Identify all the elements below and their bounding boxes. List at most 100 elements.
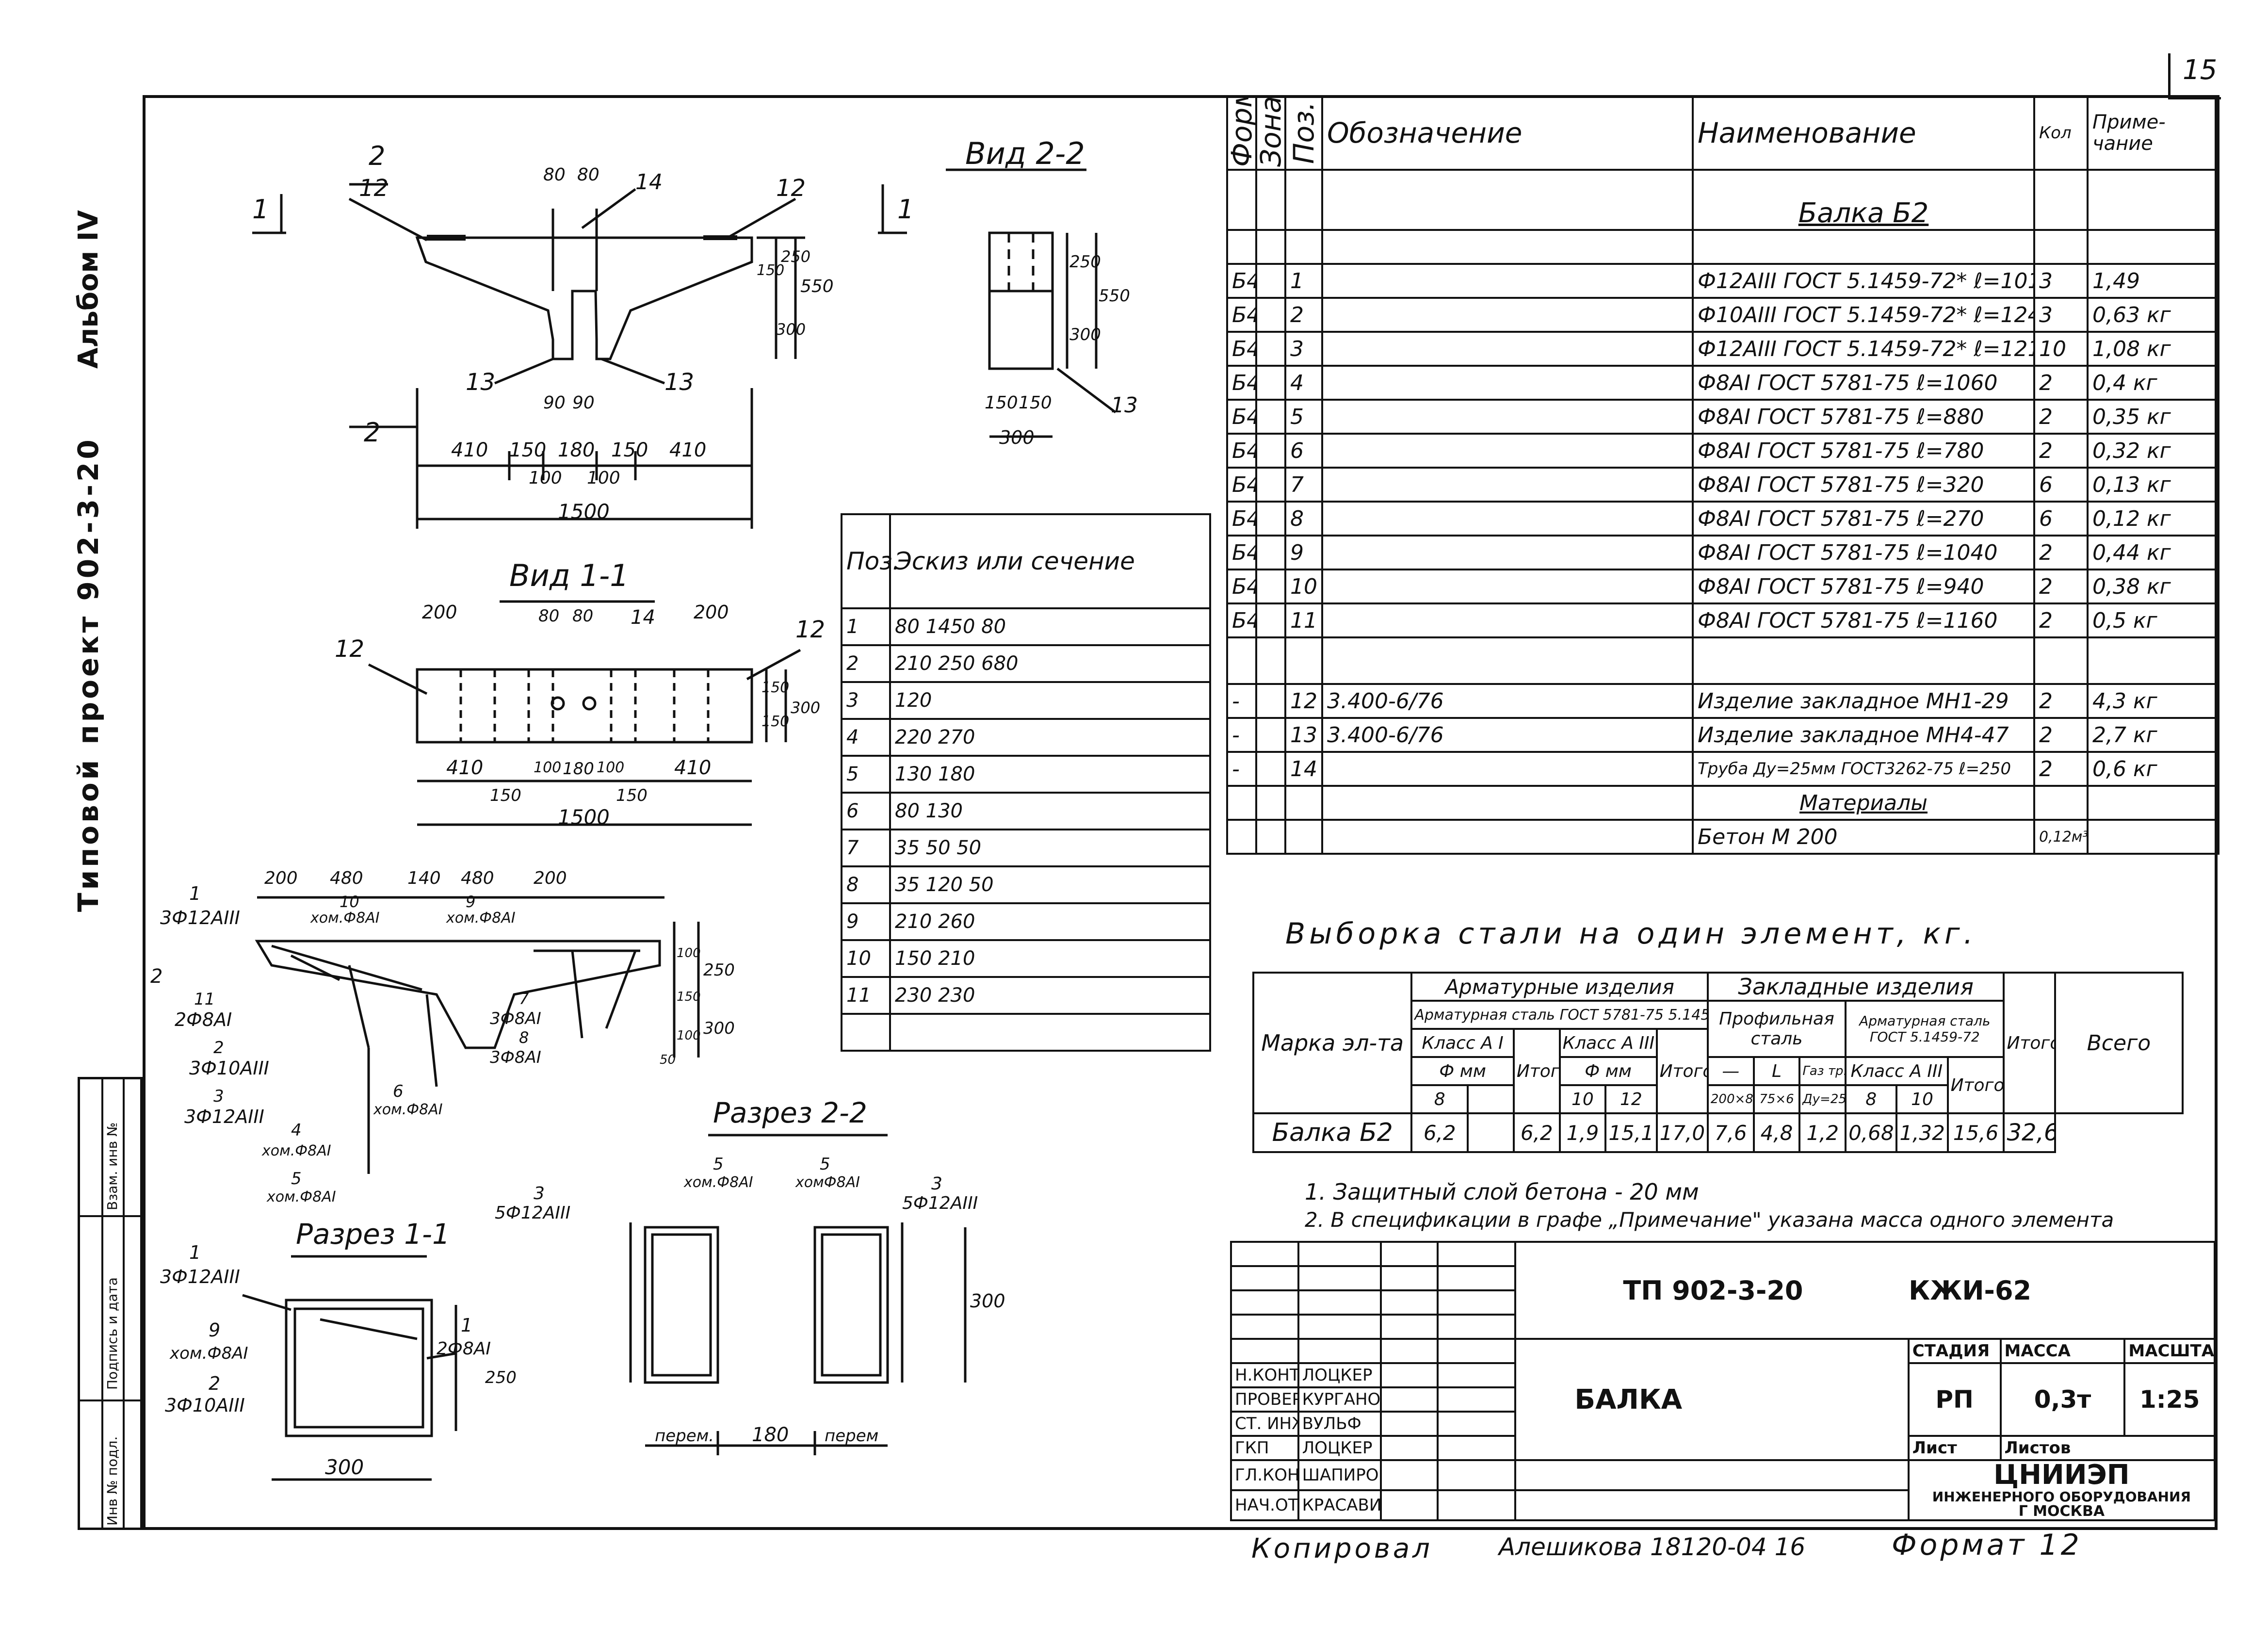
rebar-label-7: 7 [519,990,529,1008]
steel-sub-l: L [1752,1056,1801,1086]
tb-person: ЛОЦКЕР [1297,1362,1382,1388]
sketch-pos: 3 [841,681,891,720]
cut22-dim-perem-r: перем [825,1426,879,1446]
format-label: Формат 12 [1892,1528,2082,1562]
rebar-dim-480-b: 480 [461,868,494,888]
steel-val: 17,0 [1655,1112,1709,1153]
steel-sub2-b: 75×6 [1752,1084,1801,1114]
spec-row: Б43Ф12АIII ГОСТ 5.1459-72* ℓ=1210101,08 … [1226,331,2219,367]
cut11-dim-250: 250 [485,1368,517,1387]
sketch-pos: 4 [841,718,891,757]
view-1-1-title: Вид 1-1 [509,558,629,593]
rebar-label-9: 9 [466,893,476,911]
v11-dim-410-b: 410 [674,757,712,779]
v22-dim-550: 550 [1099,286,1130,306]
cut22-label-homl: хом.Ф8АI [684,1174,753,1191]
tb-org2: ИНЖЕНЕРНОГО ОБОРУДОВАНИЯ [1932,1488,2191,1505]
cut22-dim-180: 180 [752,1424,789,1446]
elev-dim-150: 150 [757,262,785,279]
steel-sub-8: 8 [1410,1084,1469,1114]
rebar-label-hom-4: хом.Ф8АI [262,1142,331,1159]
section-mark-1-right: 1 [897,194,914,225]
v22-dim-150-b: 150 [1019,393,1052,413]
v11-dim-150-c: 150 [761,679,790,696]
rebar-dim-140: 140 [407,868,441,888]
tb-scale: 1:25 [2123,1362,2216,1437]
v11-dim-100-b: 100 [597,759,625,776]
rebar-label-3f12b: 3Ф12АIII [184,1106,264,1127]
cut11-label-2: 2 [209,1373,221,1394]
rebar-label-2-mark: 2 [150,965,163,988]
spec-row: Материалы [1226,785,2219,821]
tb-role: ПРОВЕР. [1230,1386,1299,1413]
steel-val: 15,1 [1604,1112,1658,1153]
sketch-cell: 230 230 [889,976,1211,1015]
cut22-dim-perem-l: перем. [655,1426,714,1446]
sketch-pos: 6 [841,792,891,830]
beam-elevation [252,183,907,529]
sketch-cell: 210 250 680 [889,644,1211,683]
rebar-label-3f12: 3Ф12АIII [160,907,240,928]
sketch-cell: 150 210 [889,939,1211,978]
cut11-label-2f8: 2Ф8АI [437,1339,491,1359]
tb-person: ШАПИРО [1297,1459,1382,1491]
v11-label-12-left: 12 [335,635,365,663]
steel-phi-2: Ф мм [1558,1056,1658,1086]
cut22-label-5l: 5 [713,1155,724,1174]
steel-sub-pipe: Газ тр. [1798,1056,1847,1086]
cut22-label-5f12r: 5Ф12АIII [902,1193,978,1213]
rebar-dim-150: 150 [677,990,701,1004]
tb-person: ВУЛЬФ [1297,1411,1382,1437]
tb-role: ГЛ.КОНСТР [1230,1459,1299,1491]
steel-val: 6,2 [1410,1112,1469,1153]
steel-val: 32,6 [2003,1112,2056,1153]
rebar-label-2f8: 2Ф8АI [175,1009,232,1030]
title-block: ТП 902-3-20 КЖИ-62 БАЛКА СТАДИЯ МАССА МА… [1230,1241,2216,1521]
steel-val: 6,2 [1512,1112,1561,1153]
section-mark-1-left: 1 [252,194,269,225]
v22-dim-150-a: 150 [985,393,1018,413]
elev-dim-180: 180 [558,439,595,461]
sketch-cell: 130 180 [889,755,1211,794]
tb-scale-h: МАСШТАБ [2123,1338,2216,1364]
steel-title: Выборка стали на один элемент, кг. [1285,917,1977,951]
steel-embedded-items: Закладные изделия [1706,972,2005,1002]
steel-armature-items: Арматурные изделия [1410,972,1709,1002]
elev-dim-410-left: 410 [451,439,488,461]
spec-head-pos: Поз. [1285,96,1322,170]
steel-class-a3: Класс А III [1558,1028,1658,1058]
tb-sheet-h: Лист [1907,1435,2002,1461]
rebar-label-3f8-8: 3Ф8АI [490,1048,541,1067]
rebar-label-5: 5 [291,1169,302,1188]
rebar-label-11: 11 [194,990,215,1009]
cut11-label-3f10: 3Ф10АIII [165,1395,245,1416]
elev-label-13-left: 13 [466,369,496,396]
rebar-label-3f8-7: 3Ф8АI [490,1009,541,1028]
cut-1-1 [242,1255,457,1481]
steel-val: 1,2 [1798,1112,1847,1153]
section-mark-2-top: 2 [369,141,386,171]
tb-name: БАЛКА [1514,1338,1910,1461]
sketch-cell: 35 120 50 [889,865,1211,904]
steel-val: 1,9 [1558,1112,1607,1153]
steel-val: 1,32 [1895,1112,1949,1153]
steel-sub-e8: 8 [1845,1084,1898,1114]
cut22-label-5r: 5 [820,1155,830,1174]
rebar-label-10: 10 [340,893,359,911]
rebar-label-8: 8 [519,1028,529,1047]
steel-profile: Профильная сталь [1706,1000,1847,1058]
tb-sheets-h: Листов [1999,1435,2216,1461]
tb-role: Н.КОНТР [1230,1362,1299,1388]
rebar-layout [255,896,700,1174]
cut22-label-5f12l: 5Ф12АIII [495,1203,571,1223]
sketch-cell: 220 270 [889,718,1211,757]
elev-label-14: 14 [635,170,663,195]
copied-label: Копировал [1251,1533,1433,1564]
rebar-dim-250: 250 [703,960,735,980]
sketch-pos [841,1013,891,1052]
